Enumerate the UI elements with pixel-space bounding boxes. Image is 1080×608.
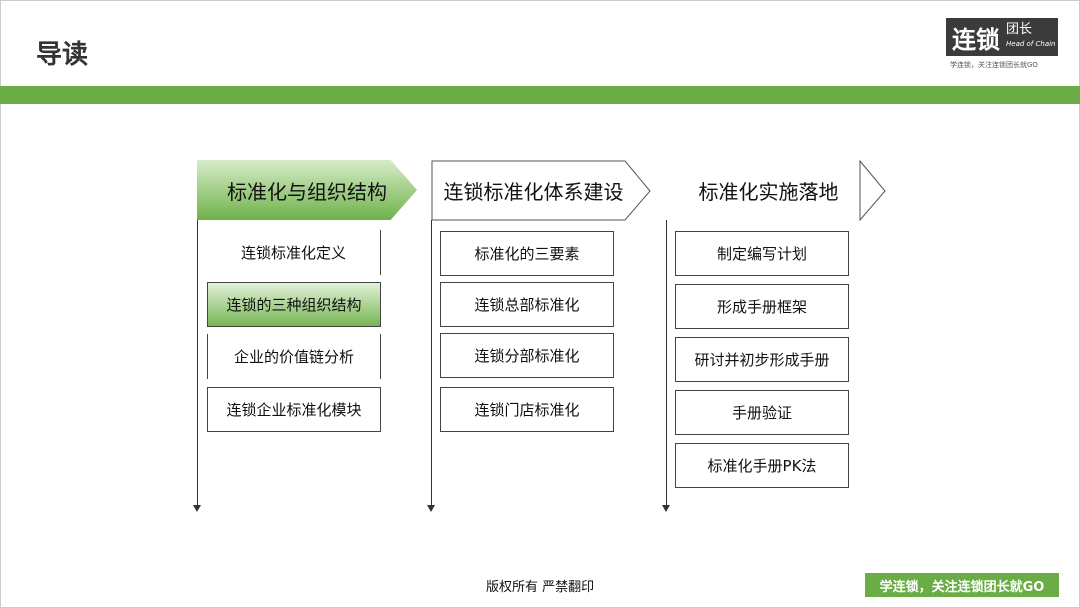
column-header[interactable]: 标准化实施落地 <box>698 179 839 204</box>
copyright-text: 版权所有 严禁翻印 <box>486 580 595 595</box>
list-item[interactable]: 连锁分部标准化 <box>440 333 614 378</box>
logo-tagline: Head of Chain <box>1006 40 1056 48</box>
list-item[interactable]: 连锁门店标准化 <box>440 387 614 432</box>
logo-main: 连锁 <box>952 25 1000 54</box>
logo: 连锁 团长 Head of Chain <box>946 18 1058 56</box>
list-item[interactable]: 制定编写计划 <box>675 231 849 276</box>
timeline-axis <box>197 220 198 505</box>
list-item[interactable]: 连锁标准化定义 <box>207 230 381 275</box>
logo-sub-text: 团长 <box>1006 22 1033 37</box>
list-item[interactable]: 企业的价值链分析 <box>207 334 381 379</box>
timeline-axis <box>431 220 432 505</box>
list-item[interactable]: 标准化手册PK法 <box>675 443 849 488</box>
accent-band <box>0 86 1080 104</box>
column-header[interactable]: 连锁标准化体系建设 <box>443 179 624 204</box>
list-item[interactable]: 形成手册框架 <box>675 284 849 329</box>
logo-slogan: 学连锁，关注连锁团长就GO <box>950 61 1038 69</box>
header-outline <box>431 160 651 221</box>
column-header[interactable]: 标准化与组织结构 <box>197 160 417 220</box>
list-item[interactable]: 连锁的三种组织结构 <box>207 282 381 327</box>
page-title: 导读 <box>36 40 89 70</box>
list-item[interactable]: 手册验证 <box>675 390 849 435</box>
logo-sub: 团长 Head of Chain <box>1006 23 1056 51</box>
list-item[interactable]: 标准化的三要素 <box>440 231 614 276</box>
list-item[interactable]: 研讨并初步形成手册 <box>675 337 849 382</box>
arrow-down-icon <box>427 505 435 512</box>
arrow-down-icon <box>193 505 201 512</box>
list-item[interactable]: 连锁企业标准化模块 <box>207 387 381 432</box>
arrow-down-icon <box>662 505 670 512</box>
list-item[interactable]: 连锁总部标准化 <box>440 282 614 327</box>
header-outline <box>859 160 886 222</box>
timeline-axis <box>666 220 667 505</box>
footer-badge: 学连锁，关注连锁团长就GO <box>865 573 1059 597</box>
